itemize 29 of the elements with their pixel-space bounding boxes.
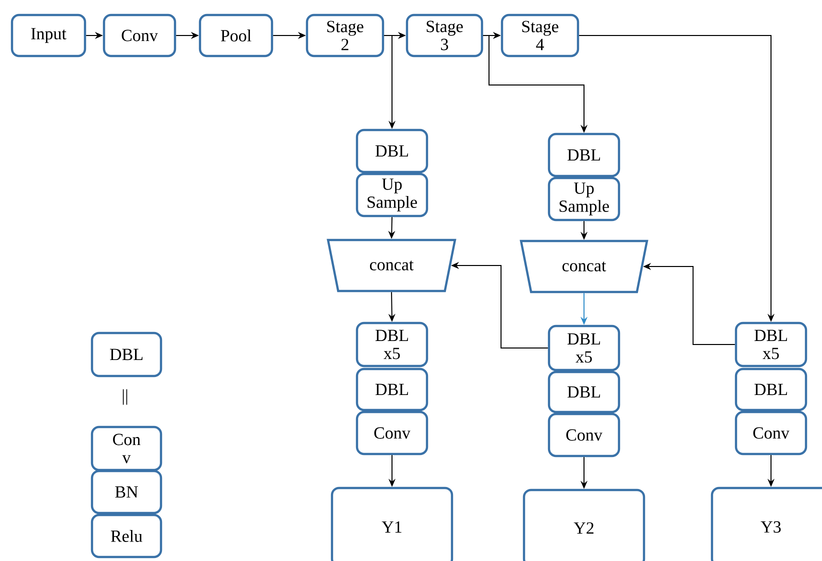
process-box: Up Sample	[548, 176, 620, 222]
process-box: DBL	[548, 370, 620, 414]
process-box: Pool	[198, 14, 274, 58]
process-box: Conv	[548, 412, 620, 458]
process-box: DBL	[356, 368, 428, 412]
process-box: DBL x5	[734, 322, 808, 368]
process-box: DBL	[356, 128, 428, 174]
output-box: Y2	[522, 488, 646, 561]
process-box: DBL	[548, 132, 620, 178]
process-box: Conv	[734, 410, 808, 456]
process-box: Conv	[102, 14, 176, 58]
output-box: Y3	[710, 486, 822, 561]
output-box: Y1	[330, 486, 454, 561]
process-box: Up Sample	[356, 172, 428, 218]
process-box: DBL x5	[548, 324, 620, 372]
process-box: DBL x5	[356, 322, 428, 368]
process-box: Input	[10, 14, 86, 58]
process-box: BN	[90, 470, 162, 514]
process-box: DBL	[90, 332, 162, 378]
process-box: Con v	[90, 426, 162, 472]
process-box: Conv	[356, 410, 428, 456]
equals-sign: ||	[122, 389, 128, 405]
process-box: Stage 4	[500, 14, 580, 58]
process-box: Stage 3	[406, 14, 484, 58]
process-box: Relu	[90, 514, 162, 558]
concat-trapezoid: concat	[326, 238, 456, 292]
process-box: Stage 2	[306, 14, 384, 58]
process-box: DBL	[734, 368, 808, 412]
concat-trapezoid: concat	[520, 240, 648, 294]
